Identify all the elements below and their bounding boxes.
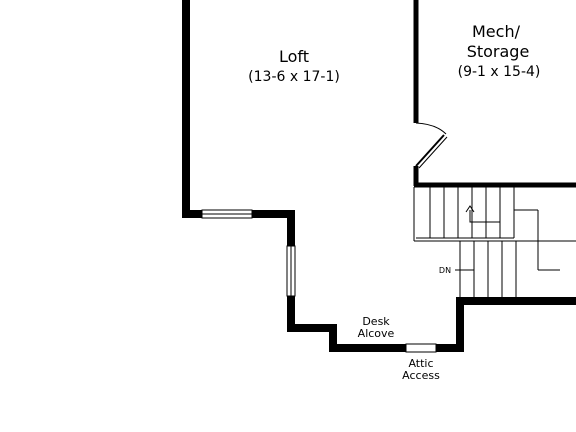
mech-dimensions: (9-1 x 15-4) <box>458 64 541 80</box>
stair-treads-upper <box>429 187 515 238</box>
attic-access-label-line2: Access <box>402 369 440 382</box>
desk-alcove-label-line2: Alcove <box>358 327 395 340</box>
loft-name: Loft <box>279 47 309 66</box>
loft-dimensions: (13-6 x 17-1) <box>248 69 340 85</box>
mech-name-line1: Mech/ <box>472 22 521 41</box>
mech-door-swing <box>415 122 447 135</box>
mech-door-leaf-outer <box>418 136 448 169</box>
stairs-down-label: DN <box>439 266 451 275</box>
mech-door-leaf <box>415 134 445 167</box>
mech-name-line2: Storage <box>467 42 530 61</box>
attic-access-label-line1: Attic <box>408 357 433 370</box>
staircase <box>413 187 576 297</box>
stair-treads-lower <box>459 241 517 297</box>
desk-alcove-label-line1: Desk <box>362 315 390 328</box>
stair-direction-arrow <box>469 210 500 223</box>
attic-access-hatch <box>405 343 437 353</box>
